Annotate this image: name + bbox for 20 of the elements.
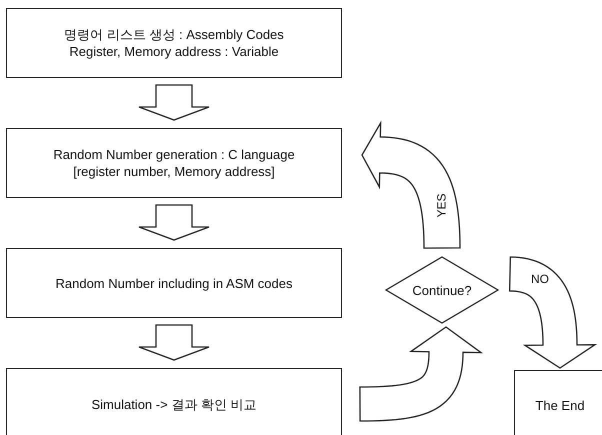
process-box — [6, 248, 342, 318]
block-arrow — [138, 84, 210, 121]
process-box — [6, 368, 342, 435]
block-arrow — [359, 326, 484, 422]
step-text: Random Number including in ASM codes — [55, 274, 292, 292]
step-text: The End — [535, 396, 585, 414]
block-arrow — [508, 256, 598, 369]
decision-diamond — [385, 256, 499, 324]
step-text: Simulation -> 결과 확인 비교 — [91, 396, 257, 412]
step-text: Continue? — [412, 282, 472, 298]
edge-label: NO — [531, 272, 549, 286]
edge-label: YES — [436, 193, 448, 217]
process-box — [6, 128, 342, 198]
step-text: 명령어 리스트 생성 : Assembly Codes Register, Memory address : Variable — [63, 26, 285, 60]
process-box — [6, 8, 342, 78]
block-arrow — [138, 324, 210, 361]
block-arrow — [361, 120, 461, 249]
block-arrow — [138, 204, 210, 241]
process-box — [514, 370, 602, 435]
step-text: Random Number generation : C language [register number, Memory address] — [52, 146, 296, 180]
